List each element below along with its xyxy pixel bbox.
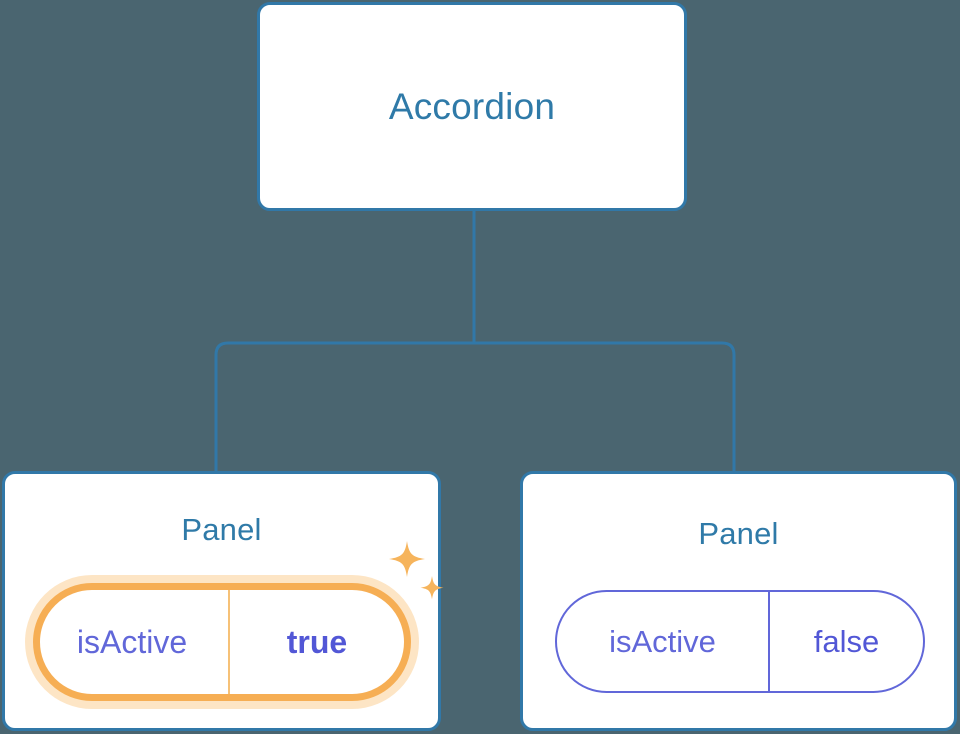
node-accordion-title: Accordion [388,85,556,127]
prop-value-label: false [813,623,880,659]
prop-pill-isactive-false[interactable]: isActive false [555,590,925,693]
prop-key-label: isActive [557,592,770,691]
prop-pill-isactive-true[interactable]: isActive true [33,583,411,701]
edge-to-left-panel [214,341,474,471]
node-panel-right-title: Panel [698,516,779,551]
node-accordion[interactable]: Accordion [257,2,687,211]
node-panel-left-title: Panel [181,512,262,547]
prop-key-label: isActive [40,590,230,694]
edge-to-right-panel [474,341,736,471]
prop-value-label: true [286,623,348,660]
